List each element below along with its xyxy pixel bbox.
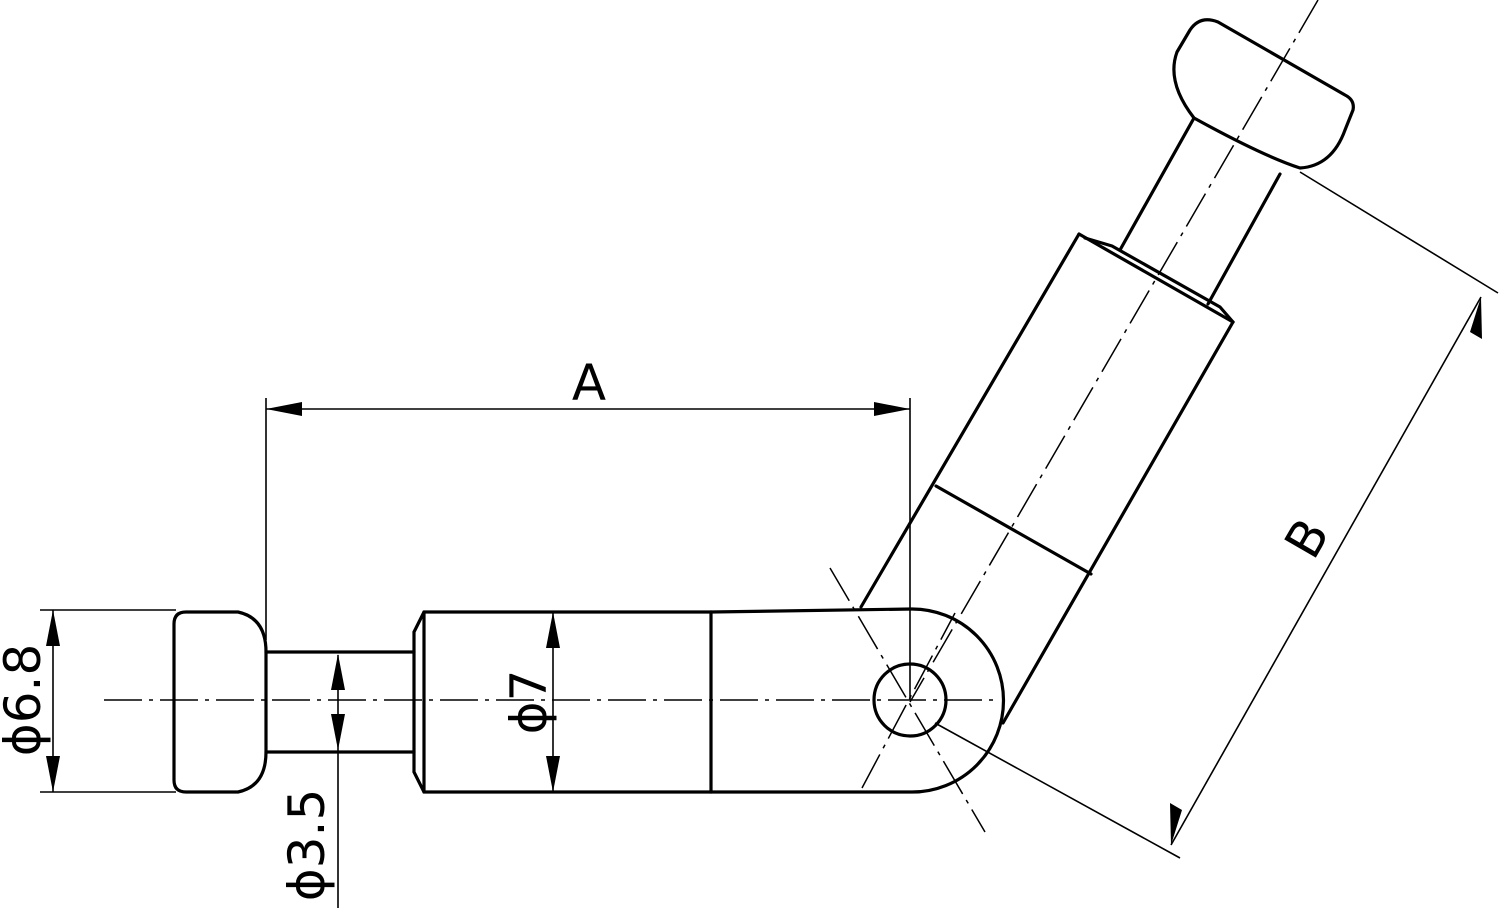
dim-b-extension-top (1299, 171, 1499, 294)
dia-head-label: ϕ6.8 (0, 644, 52, 757)
inclined-chamfer (1083, 236, 1235, 324)
dim-b-extension-bottom (934, 722, 1181, 859)
center-lines (104, 0, 1319, 833)
dim-b-line (1170, 296, 1482, 846)
dia-head-arrow-bottom (46, 756, 60, 792)
dia-head-arrow-top (46, 610, 60, 646)
dia-body-label: ϕ7 (500, 670, 558, 735)
inclined-body-top (1077, 232, 1235, 324)
dia-body-arrow-bottom (546, 756, 560, 792)
dimension-b: B (934, 171, 1499, 859)
dia-shaft-label: ϕ3.5 (278, 789, 336, 902)
dim-b-label: B (1274, 509, 1341, 568)
inclined-centerline (909, 0, 1319, 703)
dim-a-arrow-left (266, 402, 302, 416)
inclined-part (859, 18, 1355, 725)
inclined-division-line (934, 484, 1093, 576)
dimension-dia-shaft: ϕ3.5 (278, 654, 345, 908)
inclined-body-right-edge (1001, 320, 1235, 725)
horizontal-shaft (264, 650, 416, 754)
dimension-dia-head: ϕ6.8 (0, 609, 176, 793)
horizontal-chamfer (412, 610, 426, 794)
dia-shaft-arrow-bottom (331, 714, 345, 750)
dimension-dia-body: ϕ7 (500, 612, 560, 792)
pivot-cross-line-2 (861, 612, 956, 789)
dimension-a: A (265, 354, 911, 700)
horizontal-body (422, 610, 713, 794)
inclined-shaft (1118, 116, 1282, 306)
dim-a-label: A (572, 354, 606, 412)
dim-b-arrow-bottom (1170, 803, 1182, 845)
inclined-body-left-edge (859, 232, 1081, 609)
inclined-head (1172, 18, 1355, 170)
pivot-cross-line-1 (829, 567, 986, 833)
dia-shaft-arrow-top (331, 654, 345, 690)
horizontal-head (172, 610, 268, 794)
dim-b-arrow-top (1470, 297, 1482, 339)
dia-body-arrow-top (546, 612, 560, 648)
joint-outline (709, 607, 1006, 794)
dim-a-arrow-right (874, 402, 910, 416)
